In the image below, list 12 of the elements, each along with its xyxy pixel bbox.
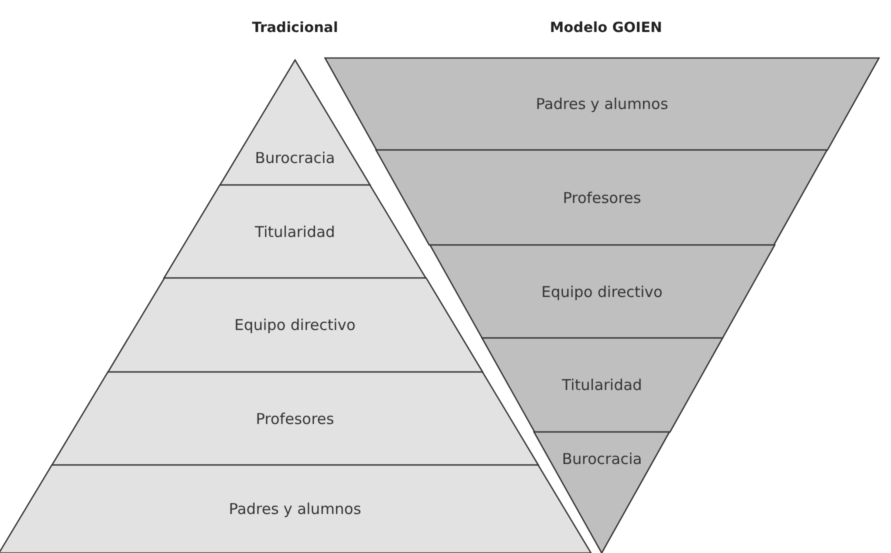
band-label: Padres y alumnos xyxy=(536,95,668,113)
band-label: Equipo directivo xyxy=(541,282,663,300)
pyramid-heading: Modelo GOIEN xyxy=(550,20,662,36)
band-label: Burocracia xyxy=(562,450,642,468)
band-label: Titularidad xyxy=(254,222,336,240)
band-label: Profesores xyxy=(562,188,642,206)
band-label: Equipo directivo xyxy=(234,316,356,334)
band-label: Burocracia xyxy=(254,148,335,166)
pyramid-heading: Tradicional xyxy=(252,20,338,36)
band-label: Titularidad xyxy=(562,376,642,394)
band-label: Padres y alumnos xyxy=(228,500,362,518)
band-label: Profesores xyxy=(256,410,334,428)
